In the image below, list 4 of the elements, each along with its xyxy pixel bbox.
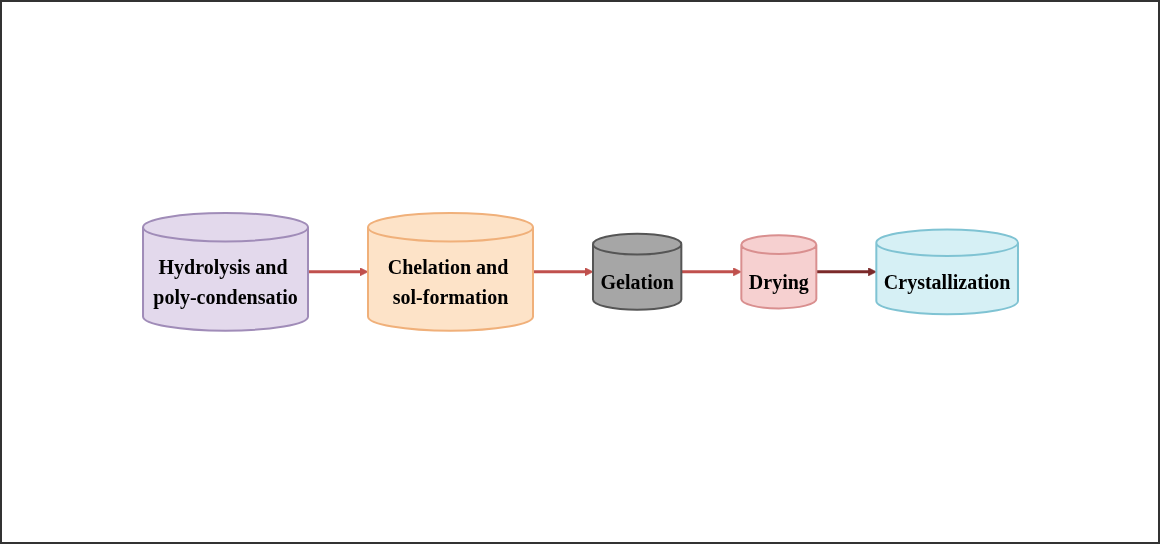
arrow [532,267,593,277]
arrow [307,267,368,277]
arrow [815,267,877,277]
arrow [680,267,742,277]
